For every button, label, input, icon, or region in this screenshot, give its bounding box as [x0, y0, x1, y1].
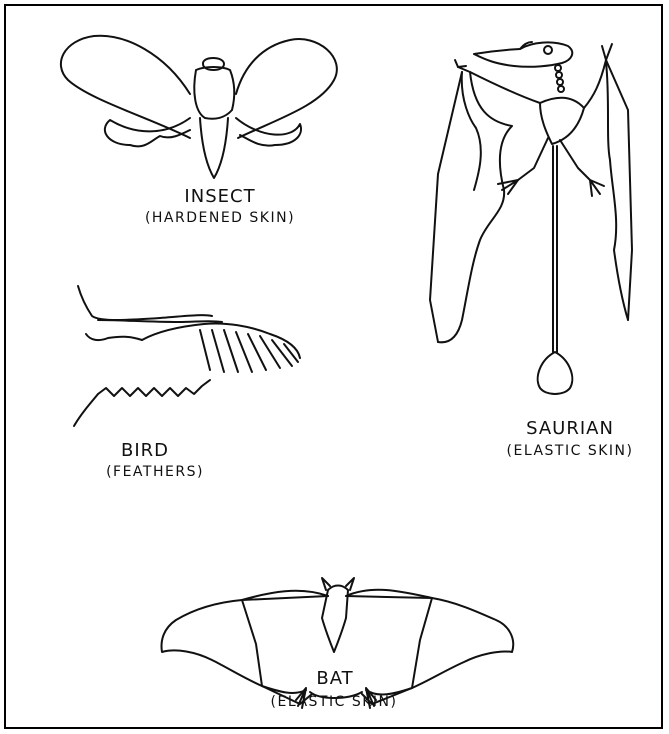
- bird-label: BIRD: [110, 440, 180, 461]
- saurian-wing-material: (ELASTIC SKIN): [480, 443, 660, 459]
- bird-drawing: [74, 286, 300, 426]
- insect-wing-material: (HARDENED SKIN): [125, 210, 315, 226]
- saurian-label: SAURIAN: [515, 418, 625, 439]
- saurian-drawing: [430, 42, 632, 394]
- bat-label: BAT: [300, 668, 370, 689]
- insect-label: INSECT: [175, 186, 265, 207]
- insect-drawing: [61, 36, 337, 178]
- bat-wing-material: (ELASTIC SKIN): [244, 694, 424, 710]
- bird-wing-material: (FEATHERS): [90, 464, 220, 480]
